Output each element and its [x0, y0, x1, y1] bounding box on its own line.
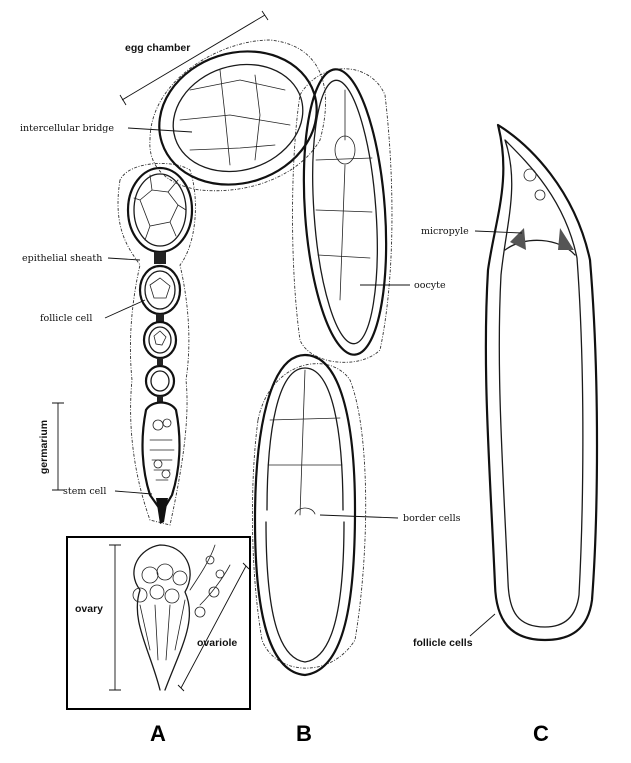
- egg-chamber-label: egg chamber: [125, 42, 190, 54]
- intercellular-bridge-label: intercellular bridge: [20, 123, 114, 134]
- panel-b-egg-chambers: oocyte border cells: [251, 68, 461, 677]
- ovariole-label: ovariole: [197, 637, 237, 649]
- panel-a-ovariole: germarium epithelial sheath follicle cel…: [22, 162, 196, 526]
- stem-cell-label: stem cell: [63, 486, 106, 497]
- germarium-label: germarium: [38, 420, 50, 474]
- panel-c-mature-egg: micropyle follicle cells: [413, 123, 599, 649]
- ovary-label: ovary: [75, 603, 103, 615]
- ovary-inset: ovary ovariole: [66, 536, 251, 710]
- oocyte-label: oocyte: [414, 280, 446, 291]
- follicle-cells-label: follicle cells: [413, 637, 473, 649]
- border-cells-label: border cells: [403, 513, 461, 524]
- panel-b-letter: B: [296, 721, 312, 746]
- follicle-cell-label: follicle cell: [40, 313, 92, 324]
- epithelial-sheath-label: epithelial sheath: [22, 253, 102, 264]
- micropyle-label: micropyle: [421, 226, 469, 237]
- panel-c-letter: C: [533, 721, 549, 746]
- panel-a-letter: A: [150, 721, 166, 746]
